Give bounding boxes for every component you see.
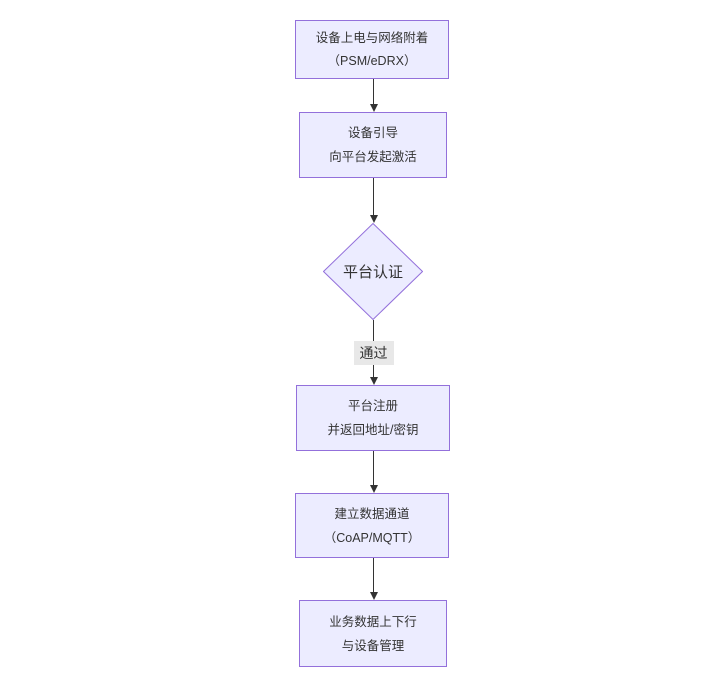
node-label-line: （CoAP/MQTT） xyxy=(323,530,421,545)
edge-arrow-2 xyxy=(369,178,378,223)
edge-arrow-4 xyxy=(369,451,378,493)
arrow-down-icon xyxy=(369,377,378,385)
node-label-line: 平台注册 xyxy=(347,399,398,413)
node-device-power-attach: 设备上电与网络附着 （PSM/eDRX） xyxy=(295,20,449,79)
arrow-line xyxy=(373,178,374,215)
edge-arrow-3: 通过 xyxy=(353,320,394,385)
node-platform-register: 平台注册 并返回地址/密钥 xyxy=(296,385,450,451)
node-label-line: 并返回地址/密钥 xyxy=(327,423,419,437)
arrow-line xyxy=(373,451,374,485)
arrow-line xyxy=(373,79,374,104)
node-label-line: 向平台发起激活 xyxy=(329,150,417,164)
arrow-down-icon xyxy=(369,104,378,112)
node-label-line: 建立数据通道 xyxy=(334,506,410,521)
edge-arrow-1 xyxy=(369,79,378,112)
decision-platform-auth: 平台认证 xyxy=(323,223,423,320)
arrow-line xyxy=(373,558,374,592)
node-label-line: 设备引导 xyxy=(347,126,398,140)
edge-arrow-5 xyxy=(369,558,378,600)
node-label-line: （PSM/eDRX） xyxy=(327,53,417,68)
decision-label: 平台认证 xyxy=(342,264,403,281)
node-label-line: 与设备管理 xyxy=(341,638,405,653)
node-label-line: 设备上电与网络附着 xyxy=(315,30,429,45)
diamond-shape xyxy=(323,223,423,320)
arrow-down-icon xyxy=(369,592,378,600)
edge-label-pass: 通过 xyxy=(353,341,394,365)
arrow-down-icon xyxy=(369,215,378,223)
node-business-data-mgmt: 业务数据上下行 与设备管理 xyxy=(299,600,447,667)
node-data-channel: 建立数据通道 （CoAP/MQTT） xyxy=(295,493,449,558)
node-label-line: 业务数据上下行 xyxy=(329,614,417,629)
arrow-down-icon xyxy=(369,485,378,493)
node-device-bootstrap: 设备引导 向平台发起激活 xyxy=(299,112,447,178)
